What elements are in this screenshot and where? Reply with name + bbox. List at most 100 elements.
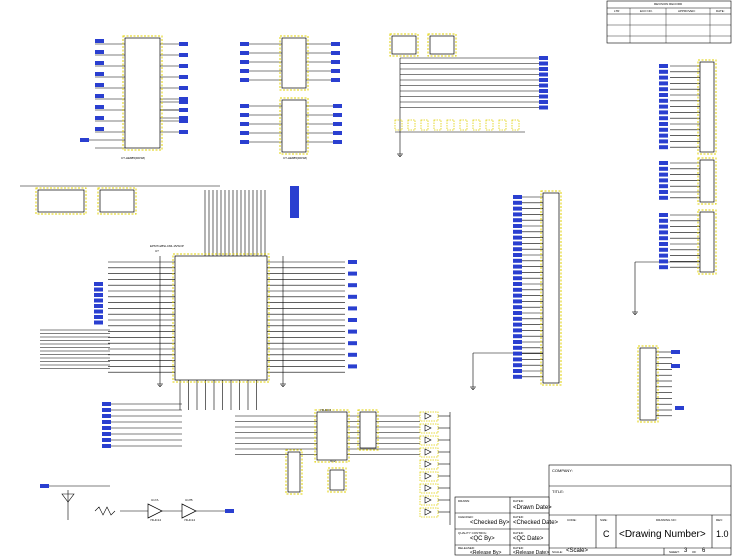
net-label bbox=[240, 131, 249, 135]
led bbox=[419, 471, 439, 482]
drawn-label: DRAWN: bbox=[458, 499, 471, 503]
connector-j3-outline bbox=[637, 345, 659, 423]
net-label bbox=[102, 438, 111, 442]
pullup-resistor-outline bbox=[285, 449, 303, 495]
drawing-no-label: DRAWING NO: bbox=[656, 518, 677, 522]
resistor-array-outline bbox=[357, 409, 379, 451]
capacitor bbox=[511, 119, 520, 131]
buffer-part: U12 bbox=[330, 459, 336, 463]
net-label bbox=[659, 242, 668, 246]
net-label bbox=[659, 64, 668, 68]
drawing-number-value: <Drawing Number> bbox=[619, 529, 706, 540]
size-value: C bbox=[603, 529, 610, 539]
net-label bbox=[95, 50, 104, 54]
led bbox=[419, 495, 439, 506]
net-label bbox=[225, 509, 234, 513]
net-label bbox=[513, 282, 522, 286]
crystal-caps bbox=[37, 189, 85, 213]
mcu-ref: U? bbox=[155, 249, 159, 253]
net-label bbox=[179, 108, 188, 112]
net-label bbox=[675, 406, 684, 410]
crystal-caps-2 bbox=[99, 189, 135, 213]
connector-j1b-outline bbox=[697, 157, 717, 205]
net-label bbox=[539, 78, 548, 82]
of-value: 6 bbox=[702, 548, 706, 554]
net-label bbox=[179, 75, 188, 79]
net-label bbox=[659, 253, 668, 258]
crystal-caps-outline bbox=[35, 187, 87, 215]
company-label: COMPANY: bbox=[552, 468, 573, 473]
net-label bbox=[348, 283, 357, 288]
capacitor bbox=[498, 119, 507, 131]
net-label bbox=[513, 264, 522, 269]
dated-label-4: DATED: bbox=[513, 546, 524, 550]
net-label bbox=[513, 357, 522, 362]
revision-table bbox=[606, 0, 732, 44]
checked-label: CHECKED: bbox=[458, 515, 474, 519]
net-label bbox=[348, 364, 357, 369]
reset-cap-outline bbox=[327, 467, 347, 493]
net-label bbox=[240, 104, 249, 108]
qc-by-value: <QC By> bbox=[470, 536, 495, 542]
net-label bbox=[659, 87, 668, 92]
resistor-network-2 bbox=[429, 35, 455, 55]
title-label: TITLE: bbox=[552, 489, 565, 494]
of-label: OF bbox=[692, 550, 697, 554]
net-label bbox=[659, 190, 668, 194]
net-label bbox=[102, 414, 111, 418]
net-label bbox=[513, 235, 522, 240]
qc-date-value: <QC Date> bbox=[513, 536, 544, 542]
checked-date-value: <Checked Date> bbox=[513, 520, 559, 526]
net-label bbox=[659, 98, 668, 103]
led-diode bbox=[424, 472, 432, 480]
net-label bbox=[513, 293, 522, 298]
chip-left bbox=[124, 37, 161, 149]
capacitor bbox=[472, 119, 481, 131]
net-label bbox=[333, 131, 342, 135]
net-label-layer bbox=[40, 39, 684, 513]
net-label bbox=[659, 265, 668, 270]
net-label bbox=[95, 116, 104, 120]
net-label bbox=[290, 190, 299, 194]
net-label bbox=[659, 247, 668, 252]
buffer-chip bbox=[316, 411, 348, 461]
mcu-label: EPM7128SLC84-15/SOP bbox=[150, 244, 184, 248]
net-label bbox=[513, 287, 522, 292]
net-label bbox=[513, 206, 522, 211]
net-label bbox=[659, 93, 668, 97]
scale-value: <Scale> bbox=[566, 548, 589, 554]
net-label bbox=[331, 60, 340, 64]
led-diode bbox=[424, 436, 432, 444]
led-diode bbox=[424, 496, 432, 504]
net-label bbox=[539, 89, 548, 93]
net-label bbox=[348, 260, 357, 264]
size-label: SIZE: bbox=[600, 518, 608, 522]
u-mid-part: CT-HE885(DDS8) bbox=[283, 156, 308, 160]
chip-left-outline bbox=[122, 35, 163, 151]
net-label bbox=[671, 364, 680, 368]
net-label bbox=[539, 105, 548, 110]
net-label bbox=[513, 276, 522, 281]
capacitor bbox=[485, 119, 494, 131]
diode bbox=[61, 493, 75, 503]
capacitor bbox=[459, 119, 468, 131]
net-label bbox=[659, 69, 668, 74]
inverter-1 bbox=[147, 503, 163, 519]
led bbox=[419, 507, 439, 518]
dated-label-3: DATED: bbox=[513, 531, 524, 535]
led bbox=[419, 435, 439, 446]
net-label bbox=[240, 122, 249, 126]
connector-j3 bbox=[639, 347, 657, 421]
connector-j2-outline bbox=[697, 209, 717, 275]
net-label bbox=[513, 328, 522, 333]
net-label bbox=[331, 42, 340, 46]
net-label bbox=[659, 104, 668, 109]
connector-j1b bbox=[699, 159, 715, 203]
reset-cap bbox=[329, 469, 345, 491]
connector-j4 bbox=[542, 192, 560, 384]
code-label: CODE: bbox=[567, 518, 577, 522]
net-label bbox=[179, 119, 188, 123]
crystal-caps-2-outline bbox=[97, 187, 137, 215]
net-label bbox=[348, 341, 357, 346]
net-label bbox=[513, 241, 522, 246]
